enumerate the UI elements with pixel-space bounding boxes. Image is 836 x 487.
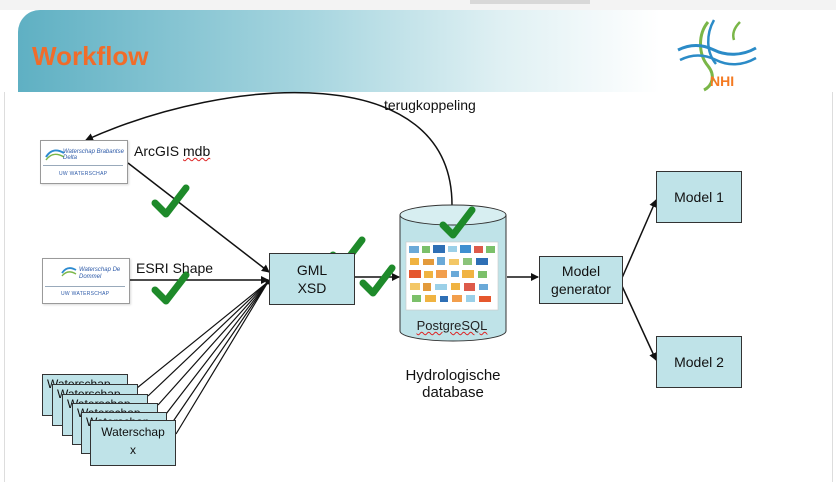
- stack-to-gml-fan: [136, 281, 269, 435]
- feedback-label: terugkoppeling: [384, 97, 476, 113]
- waterschap-front-line1: Waterschap: [101, 425, 165, 439]
- top-strip-fragment: [470, 0, 590, 4]
- esri-label: ESRI Shape: [136, 260, 214, 276]
- nhi-logo-text: NHI: [710, 73, 735, 89]
- thumb-divider: [43, 165, 123, 166]
- model-generator-box: Model generator: [539, 256, 623, 304]
- generator-to-model2-arrow: [621, 285, 657, 361]
- nhi-logo: [677, 19, 757, 92]
- check-esri-icon: [151, 271, 190, 305]
- wave-logo-icon: [45, 149, 65, 161]
- esri-thumb-footer: UW WATERSCHAP: [61, 291, 110, 297]
- generator-line2: generator: [551, 281, 611, 297]
- arcgis-thumb-footer: UW WATERSCHAP: [59, 171, 108, 177]
- esri-source-thumbnail: Waterschap De Dommel UW WATERSCHAP: [42, 258, 130, 304]
- arcgis-source-thumbnail: Waterschap Brabantse Delta UW WATERSCHAP: [40, 140, 128, 184]
- database-schema-thumbnail: [405, 241, 499, 311]
- xsd-label: XSD: [297, 280, 327, 296]
- database-caption-line1: Hydrologische: [405, 367, 501, 384]
- database-caption: Hydrologische database: [378, 367, 528, 401]
- gml-xsd-box: GML XSD: [269, 253, 355, 305]
- arcgis-label: ArcGIS mdb: [134, 143, 210, 159]
- generator-to-model1-arrow: [621, 199, 657, 279]
- arcgis-to-gml-arrow: [127, 162, 270, 273]
- check-arcgis-icon: [151, 184, 190, 218]
- top-strip: [0, 0, 836, 10]
- header-band: [18, 10, 660, 92]
- left-frame-line: [4, 92, 5, 482]
- waterschap-front-card: Waterschap x: [90, 420, 176, 466]
- gml-label: GML: [296, 262, 328, 278]
- generator-line1: Model: [561, 263, 601, 279]
- check-gml-db-icon: [359, 264, 396, 297]
- check-database-icon: [439, 206, 476, 239]
- database-caption-line2: database: [422, 384, 484, 401]
- thumb-divider: [45, 286, 125, 287]
- postgresql-label-text: PostgreSQL: [416, 318, 488, 333]
- wave-logo-icon: [61, 267, 77, 277]
- postgresql-label: PostgreSQL: [398, 318, 506, 333]
- arcgis-label-text: ArcGIS mdb: [134, 143, 211, 159]
- model-2-box: Model 2: [656, 336, 742, 388]
- esri-thumb-org: Waterschap De Dommel: [79, 267, 121, 280]
- waterschap-front-line2: x: [130, 443, 136, 457]
- feedback-arrow: [85, 91, 453, 206]
- slide-title: Workflow: [32, 41, 149, 71]
- right-frame-line: [832, 92, 833, 482]
- arcgis-thumb-org: Waterschap Brabantse Delta: [63, 149, 124, 161]
- model-1-box: Model 1: [656, 171, 742, 223]
